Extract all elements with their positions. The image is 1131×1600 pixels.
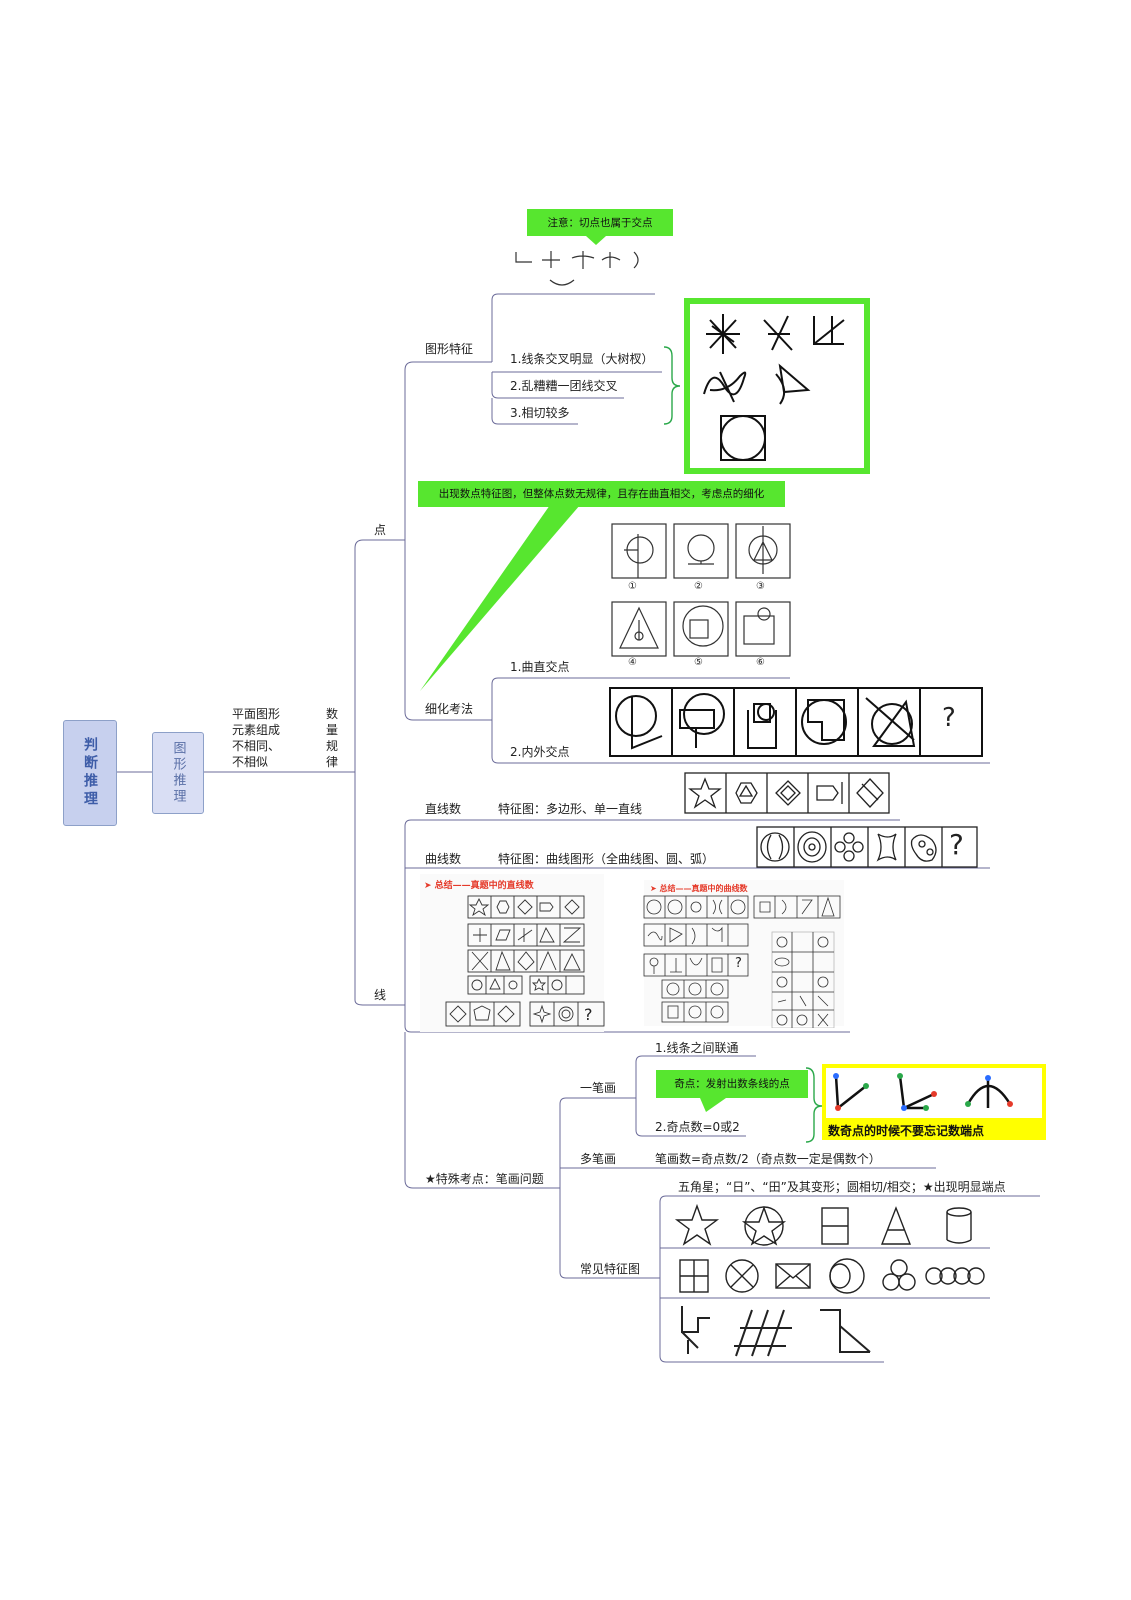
root-node[interactable]: 判断推理 (63, 720, 117, 826)
multi-stroke-formula: 笔画数=奇点数/2（奇点数一定是偶数个） (655, 1152, 881, 1166)
branch-point-label[interactable]: 点 (374, 523, 387, 537)
question-mark: ? (949, 828, 964, 861)
question-mark: ? (735, 956, 742, 971)
curve-summary-title: ➤ 总结——真题中的曲线数 (650, 884, 748, 893)
option-label: ⑤ (694, 657, 703, 668)
question-mark: ? (942, 703, 956, 733)
odd-point-note: 奇点：发射出数条线的点 (656, 1070, 808, 1098)
level2-line: 不相同、 (232, 739, 281, 753)
level2-line: 平面图形 (232, 707, 281, 721)
level2-lines[interactable]: 平面图形 元素组成 不相同、 不相似 (232, 706, 280, 770)
tangent-note: 注意：切点也属于交点 (527, 209, 673, 236)
refinement-item: 1.曲直交点 (510, 660, 570, 674)
common-figures-row2 (679, 1258, 985, 1294)
branch-line-label[interactable]: 线 (374, 988, 387, 1002)
one-stroke-item: 2.奇点数=0或2 (655, 1120, 740, 1134)
one-stroke-label[interactable]: 一笔画 (580, 1081, 617, 1095)
inner-outer-sequence (609, 687, 983, 757)
option-label: ④ (628, 657, 637, 668)
category-char: 量 (326, 723, 339, 737)
level2-line: 元素组成 (232, 723, 281, 737)
curve-summary-grid (643, 895, 841, 1028)
curve-count-label[interactable]: 曲线数 (425, 852, 462, 866)
stroke-problem-label[interactable]: ★特殊考点：笔画问题 (425, 1172, 544, 1186)
curve-straight-options (611, 523, 791, 657)
root-label: 判断推理 (82, 737, 98, 809)
multi-stroke-label[interactable]: 多笔画 (580, 1152, 617, 1166)
option-label: ⑥ (756, 657, 765, 668)
odd-point-note-pointer (700, 1098, 726, 1112)
common-figures-label[interactable]: 常见特征图 (580, 1262, 641, 1276)
straight-summary-title: ➤ 总结——真题中的直线数 (424, 881, 534, 891)
figure-features-label[interactable]: 图形特征 (425, 342, 474, 356)
level1-label: 图形推理 (170, 741, 186, 805)
refinement-note: 出现数点特征图，但整体点数无规律，且存在曲直相交，考虑点的细化 (418, 481, 785, 507)
figure-feature-item: 3.相切较多 (510, 406, 570, 420)
point-feature-figures (684, 298, 870, 474)
straight-count-feature: 特征图：多边形、单一直线 (498, 802, 643, 816)
category-char: 律 (326, 755, 339, 769)
question-mark: ? (584, 1005, 593, 1024)
common-figures-row1 (674, 1203, 972, 1246)
tangent-note-pointer (586, 236, 606, 245)
one-stroke-item: 1.线条之间联通 (655, 1041, 739, 1055)
curve-count-feature: 特征图：曲线图形（全曲线图、圆、弧） (498, 852, 715, 866)
straight-summary-grid (445, 895, 605, 1027)
straight-line-examples (684, 772, 890, 814)
category-quantity-rule[interactable]: 数量规律 (326, 706, 338, 770)
figure-feature-item: 1.线条交叉明显（大树杈） (510, 352, 654, 366)
straight-summary-panel (420, 874, 604, 1032)
category-char: 规 (326, 739, 339, 753)
endpoint-callout-text: 数奇点的时候不要忘记数端点 (828, 1124, 985, 1138)
straight-count-label[interactable]: 直线数 (425, 802, 462, 816)
refinement-label[interactable]: 细化考法 (425, 702, 474, 716)
level2-line: 不相似 (232, 755, 269, 769)
option-label: ② (694, 581, 703, 592)
common-figures-desc: 五角星；“日”、“田”及其变形；圆相切/相交；★出现明显端点 (678, 1180, 1006, 1194)
refinement-note-pointer (420, 505, 580, 691)
option-label: ① (628, 581, 637, 592)
curve-line-examples (756, 826, 978, 868)
tangent-shapes (515, 251, 639, 286)
figure-feature-item: 2.乱糟糟一团线交叉 (510, 379, 618, 393)
level1-node[interactable]: 图形推理 (152, 732, 204, 814)
refinement-item: 2.内外交点 (510, 745, 570, 759)
common-figures-row3 (681, 1306, 871, 1357)
option-label: ③ (756, 581, 765, 592)
endpoint-callout (822, 1064, 1046, 1140)
category-char: 数 (326, 707, 339, 721)
